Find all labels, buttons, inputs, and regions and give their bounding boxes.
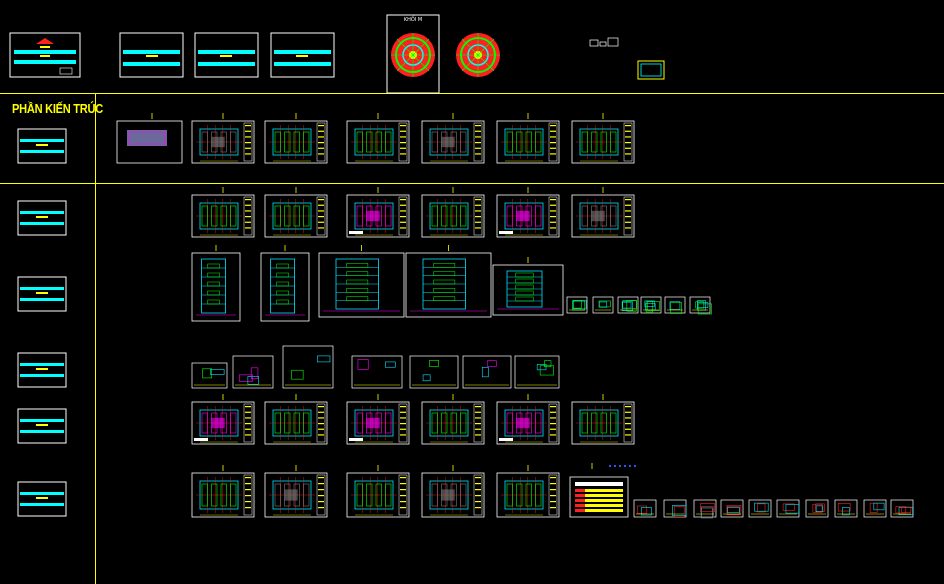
detail-sheet-icon[interactable] xyxy=(462,355,512,389)
legend-table-icon[interactable] xyxy=(589,37,665,80)
index-sheet-icon[interactable] xyxy=(17,128,67,164)
floor-plan-sheet-icon[interactable] xyxy=(191,394,255,445)
detail-sheet-icon[interactable] xyxy=(514,355,560,389)
floor-plan-sheet-icon[interactable] xyxy=(421,187,485,238)
floor-plan-sheet-icon[interactable] xyxy=(346,187,410,238)
detail-sheet-icon[interactable] xyxy=(232,355,274,389)
floor-plan-sheet-icon[interactable] xyxy=(264,113,328,164)
index-sheet-icon[interactable] xyxy=(17,200,67,236)
detail-sheet-icon[interactable] xyxy=(191,362,228,389)
detail-sheet-icon[interactable] xyxy=(890,499,914,518)
cover-sheet-icon[interactable] xyxy=(9,32,81,78)
detail-sheet-icon[interactable] xyxy=(805,499,829,518)
floor-plan-sheet-icon[interactable] xyxy=(496,113,560,164)
floor-plan-sheet-icon[interactable] xyxy=(191,187,255,238)
floor-plan-sheet-icon[interactable] xyxy=(346,394,410,445)
detail-sheet-icon[interactable] xyxy=(640,296,662,314)
cover-sheet-row xyxy=(9,32,335,78)
seal-emblem-icon[interactable] xyxy=(456,33,500,77)
detail-sheet-icon[interactable] xyxy=(633,499,657,518)
detail-sheet-icon[interactable] xyxy=(748,499,772,518)
elevation-sheet-icon[interactable] xyxy=(405,245,492,318)
detail-sheet-icon[interactable] xyxy=(592,296,614,314)
site-plan-sheet-icon[interactable] xyxy=(116,113,183,164)
detail-sheet-icon[interactable] xyxy=(834,499,858,518)
legend-table-icon[interactable] xyxy=(569,463,629,518)
detail-sheet-icon[interactable] xyxy=(566,296,588,314)
elevation-sheet-icon[interactable] xyxy=(492,257,564,316)
floor-plan-sheet-icon[interactable] xyxy=(496,187,560,238)
floor-plan-sheet-icon[interactable] xyxy=(346,113,410,164)
detail-sheet-icon[interactable] xyxy=(282,345,334,389)
elevation-sheet-icon[interactable] xyxy=(260,245,310,322)
floor-plan-sheet-icon[interactable] xyxy=(264,187,328,238)
frame-lines xyxy=(0,93,944,584)
floor-plan-sheet-icon[interactable] xyxy=(571,394,635,445)
seal-block xyxy=(386,14,440,94)
detail-sheet-icon[interactable] xyxy=(863,499,887,518)
detail-sheet-icon[interactable] xyxy=(409,355,459,389)
detail-sheet-icon[interactable] xyxy=(693,499,717,519)
detail-sheet-icon[interactable] xyxy=(663,499,687,518)
index-sheet-icon[interactable] xyxy=(17,352,67,388)
detail-sheet-icon[interactable] xyxy=(664,296,686,314)
detail-sheet-icon[interactable] xyxy=(351,355,403,389)
index-sheet-icon[interactable] xyxy=(17,276,67,312)
floor-plan-sheet-icon[interactable] xyxy=(421,113,485,164)
detail-sheet-icon[interactable] xyxy=(776,499,800,518)
floor-plan-sheet-icon[interactable] xyxy=(571,187,635,238)
floor-plan-sheet-icon[interactable] xyxy=(496,465,560,518)
cover-sheet-icon[interactable] xyxy=(119,32,184,78)
floor-plan-sheet-icon[interactable] xyxy=(421,394,485,445)
section-title: PHẦN KIẾN TRÚC xyxy=(12,101,103,116)
floor-plan-sheet-icon[interactable] xyxy=(264,465,328,518)
index-sheet-icon[interactable] xyxy=(17,481,67,517)
cover-sheet-icon[interactable] xyxy=(194,32,259,78)
detail-sheet-icon[interactable] xyxy=(720,499,744,518)
detail-sheet-icon[interactable] xyxy=(689,296,712,315)
floor-plan-sheet-icon[interactable] xyxy=(191,113,255,164)
cover-sheet-icon[interactable] xyxy=(270,32,335,78)
detail-sheet-icon[interactable] xyxy=(617,296,639,314)
floor-plan-sheet-icon[interactable] xyxy=(264,394,328,445)
drawing-sheets xyxy=(116,113,914,519)
seal-block-label: KHỐI M xyxy=(403,17,423,23)
floor-plan-sheet-icon[interactable] xyxy=(421,465,485,518)
floor-plan-sheet-icon[interactable] xyxy=(346,465,410,518)
seal-emblem-icon[interactable] xyxy=(391,33,435,77)
elevation-sheet-icon[interactable] xyxy=(191,245,241,322)
index-sheet-icon[interactable] xyxy=(17,408,67,444)
floor-plan-sheet-icon[interactable] xyxy=(496,394,560,445)
floor-plan-sheet-icon[interactable] xyxy=(571,113,635,164)
floor-plan-sheet-icon[interactable] xyxy=(191,465,255,518)
left-index-column xyxy=(17,128,67,517)
elevation-sheet-icon[interactable] xyxy=(318,245,405,318)
